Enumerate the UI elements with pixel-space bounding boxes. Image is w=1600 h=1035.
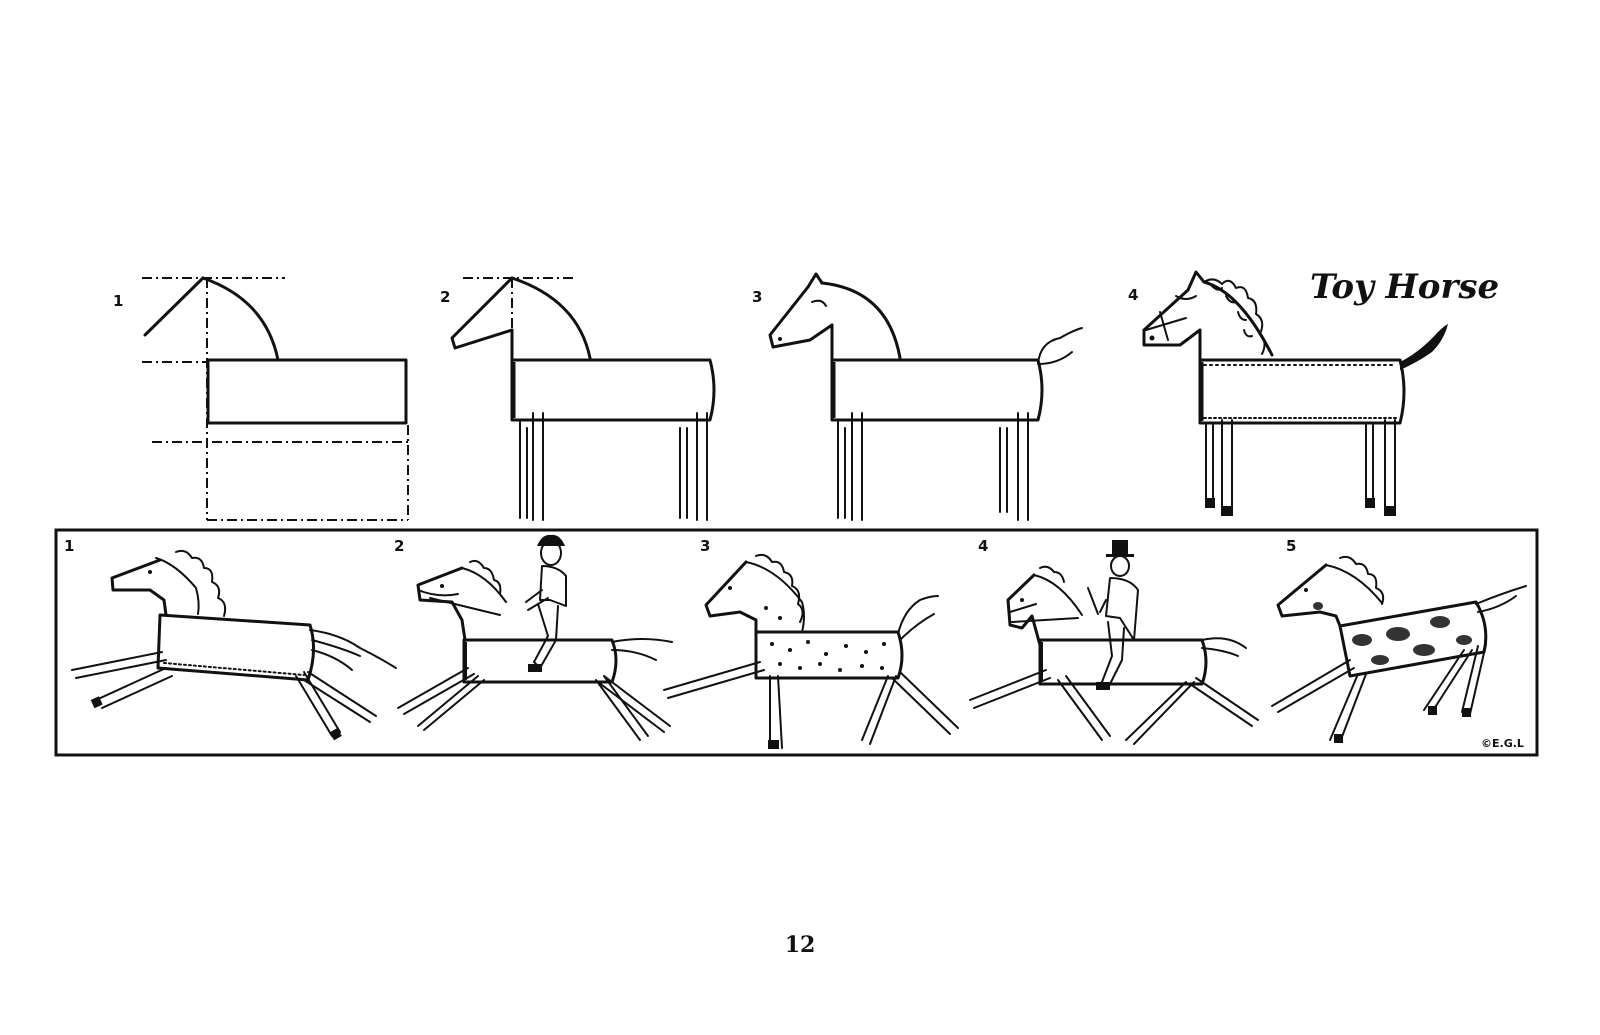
step-3-drawing: 3: [752, 272, 1083, 521]
variation-5-drawing: 5: [1271, 537, 1527, 743]
step-1-drawing: 1: [113, 276, 410, 521]
variation-5-number: 5: [1286, 537, 1296, 555]
step-1-number: 1: [113, 292, 123, 310]
variation-3-number: 3: [700, 537, 710, 555]
variations-frame: [54, 528, 1539, 757]
variation-2-drawing: 2: [394, 534, 673, 741]
step-4-number: 4: [1128, 286, 1138, 304]
variation-1-number: 1: [64, 537, 74, 555]
step-4-drawing: 4: [1128, 270, 1448, 516]
page-number: 12: [784, 932, 816, 958]
variation-1-drawing: 1: [64, 537, 397, 741]
drawing-title: Toy Horse: [1310, 267, 1499, 307]
copyright-credit: ©E.G.L: [1481, 737, 1524, 750]
variation-2-number: 2: [394, 537, 404, 555]
variation-3-drawing: 3: [663, 537, 959, 749]
variation-4-drawing: 4: [969, 537, 1259, 745]
step-2-drawing: 2: [440, 276, 716, 521]
step-2-number: 2: [440, 288, 450, 306]
step-3-number: 3: [752, 288, 762, 306]
variation-4-number: 4: [978, 537, 988, 555]
